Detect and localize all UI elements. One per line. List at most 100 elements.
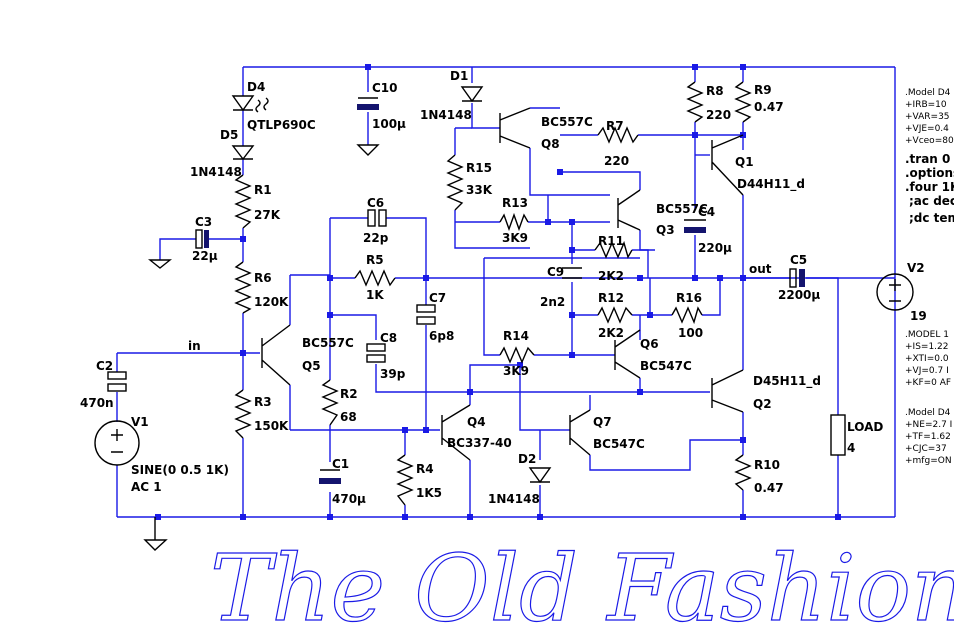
r7-value: 220 — [604, 154, 629, 168]
d4-ref: D4 — [247, 80, 265, 94]
r2-symbol — [321, 379, 339, 426]
r4-value: 1K5 — [416, 486, 442, 500]
r3-value: 150K — [254, 419, 289, 433]
r3-symbol — [234, 389, 252, 439]
r15-symbol — [446, 154, 464, 211]
c6-value: 22p — [363, 231, 389, 245]
r9-symbol — [734, 81, 752, 123]
q7-ref: Q7 — [593, 415, 612, 429]
r2-ref: R2 — [340, 387, 358, 401]
v2-value: 19 — [910, 309, 927, 323]
resistor-symbols — [234, 81, 752, 506]
c1-value: 470μ — [332, 492, 366, 506]
r7-ref: R7 — [606, 119, 624, 133]
load-value: 4 — [847, 441, 855, 455]
c10-ref: C10 — [372, 81, 398, 95]
net-in-label: in — [188, 339, 201, 353]
r10-ref: R10 — [754, 458, 780, 472]
r16-value: 100 — [678, 326, 703, 340]
directive-line: +Vceo=80 — [905, 136, 954, 146]
r14-value: 3K9 — [503, 364, 529, 378]
directive-line: .MODEL 1 — [905, 330, 949, 340]
r1-symbol — [234, 174, 252, 229]
q4-value: BC337-40 — [447, 436, 512, 450]
directive-line: .Model D4 — [905, 88, 951, 98]
c6-ref: C6 — [367, 196, 384, 210]
q5-value: BC557C — [302, 336, 354, 350]
v2-ref: V2 — [907, 261, 925, 275]
r4-symbol — [396, 454, 414, 506]
r12-ref: R12 — [598, 291, 624, 305]
wires — [116, 66, 896, 518]
transistor-symbols — [261, 107, 744, 461]
r1-ref: R1 — [254, 183, 272, 197]
directive-line: ;ac dec — [909, 194, 954, 208]
r12-symbol — [597, 306, 633, 324]
c9-value: 2n2 — [540, 295, 565, 309]
component-labels: D4 QTLP690C D5 1N4148 R1 27K C3 22μ R6 1… — [80, 69, 927, 506]
directive-line: .tran 0 — [905, 152, 950, 166]
r11-value: 2K2 — [598, 269, 624, 283]
d4-value: QTLP690C — [247, 118, 316, 132]
directive-line: +VJE=0.4 — [905, 124, 949, 134]
diode-symbols — [231, 86, 552, 484]
spice-directives: .Model D4 +IRB=10 +VAR=35 +VJE=0.4 +Vceo… — [905, 88, 954, 466]
r9-ref: R9 — [754, 83, 772, 97]
r2-value: 68 — [340, 410, 357, 424]
r8-ref: R8 — [706, 84, 724, 98]
q7-value: BC547C — [593, 437, 645, 451]
r8-value: 220 — [706, 108, 731, 122]
r11-ref: R11 — [598, 234, 624, 248]
directive-line: ;dc tem — [909, 211, 954, 225]
r1-value: 27K — [254, 208, 281, 222]
r9-value: 0.47 — [754, 100, 784, 114]
directive-line: +CJC=37 — [905, 444, 947, 454]
c2-ref: C2 — [96, 359, 113, 373]
d2-value: 1N4148 — [488, 492, 540, 506]
r13-value: 3K9 — [502, 231, 528, 245]
r15-ref: R15 — [466, 161, 492, 175]
directive-line: +XTI=0.0 — [905, 354, 949, 364]
directive-line: .four 1K — [905, 180, 954, 194]
d1-value: 1N4148 — [420, 108, 472, 122]
c9-ref: C9 — [547, 265, 564, 279]
q6-value: BC547C — [640, 359, 692, 373]
r10-value: 0.47 — [754, 481, 784, 495]
q4-ref: Q4 — [467, 415, 486, 429]
directive-line: +VJ=0.7 I — [905, 366, 949, 376]
q2-ref: Q2 — [753, 397, 772, 411]
r6-symbol — [234, 261, 252, 314]
r6-ref: R6 — [254, 271, 272, 285]
r4-ref: R4 — [416, 462, 434, 476]
c7-value: 6p8 — [429, 329, 454, 343]
r16-ref: R16 — [676, 291, 702, 305]
q2-value: D45H11_d — [753, 374, 821, 389]
r16-symbol — [671, 306, 703, 325]
r5-symbol — [354, 269, 396, 287]
v1-value: SINE(0 0.5 1K) — [131, 463, 229, 477]
sources — [94, 144, 914, 551]
c8-value: 39p — [380, 367, 406, 381]
c4-value: 220μ — [698, 241, 732, 255]
q6-ref: Q6 — [640, 337, 659, 351]
junctions — [155, 64, 841, 520]
r6-value: 120K — [254, 295, 289, 309]
d5-value: 1N4148 — [190, 165, 242, 179]
directive-line: +IS=1.22 — [905, 342, 949, 352]
c8-ref: C8 — [380, 331, 397, 345]
c2-value: 470n — [80, 396, 114, 410]
capacitor-symbols — [107, 97, 805, 484]
r13-ref: R13 — [502, 196, 528, 210]
directive-line: +KF=0 AF — [905, 378, 951, 388]
r14-ref: R14 — [503, 329, 529, 343]
r3-ref: R3 — [254, 395, 272, 409]
r5-value: 1K — [366, 288, 384, 302]
directive-line: +NE=2.7 I — [905, 420, 952, 430]
net-out-label: out — [749, 262, 772, 276]
r10-symbol — [734, 454, 752, 491]
directive-line: +mfg=ON — [905, 456, 952, 466]
r11-symbol — [594, 240, 633, 259]
d5-ref: D5 — [220, 128, 238, 142]
load-ref: LOAD — [847, 420, 883, 434]
